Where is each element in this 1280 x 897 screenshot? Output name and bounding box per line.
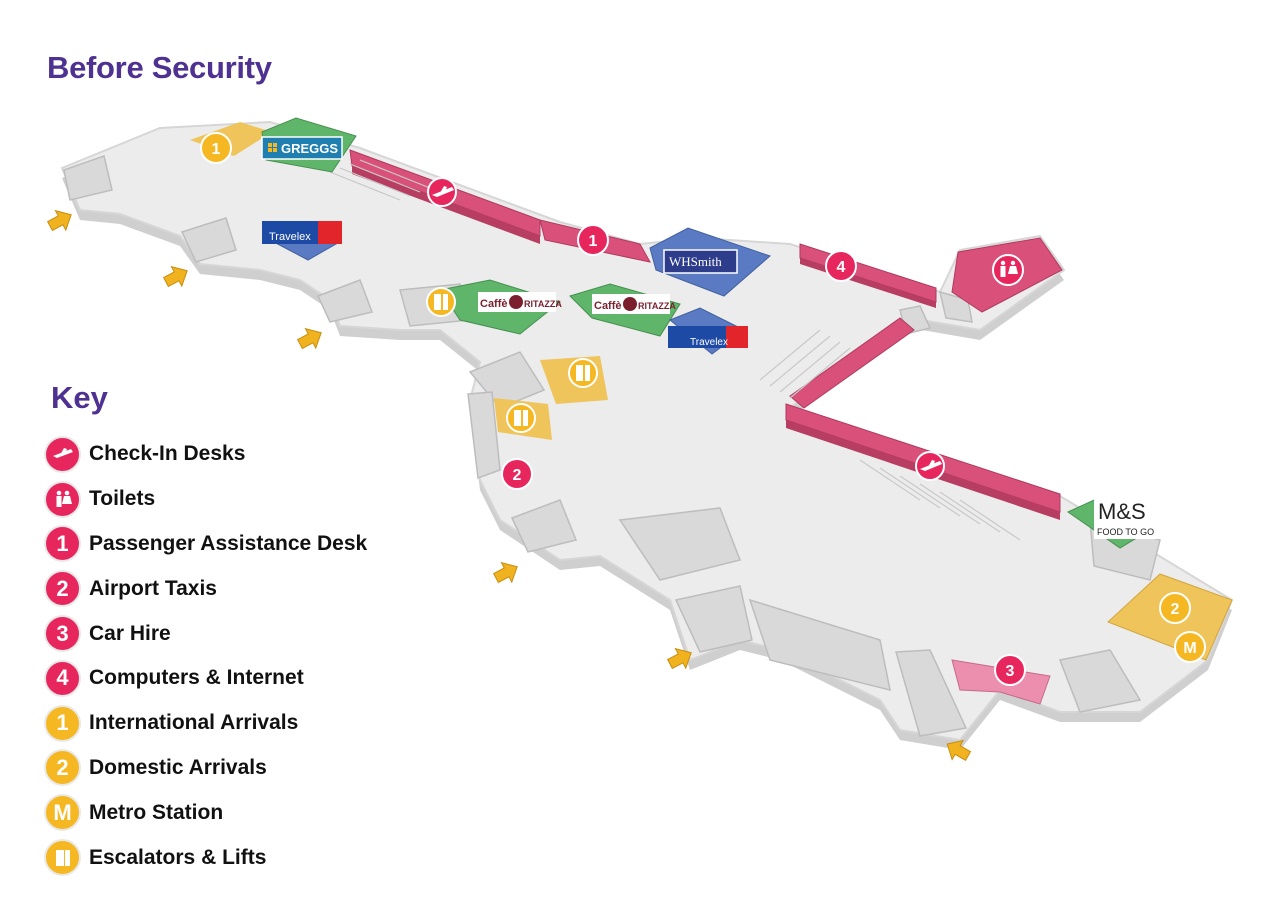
marker-airport-taxis: 2: [501, 458, 533, 490]
travelex-label: Travelex: [269, 231, 311, 243]
svg-text:1: 1: [589, 233, 598, 250]
key-label: Domestic Arrivals: [89, 755, 267, 779]
ms-sign: M&S FOOD TO GO: [1094, 495, 1162, 539]
marker-metro-station: M: [1174, 631, 1206, 663]
toilets-icon: [44, 480, 81, 518]
caffe-ritazza-sign-2: Caffè RITAZZA: [592, 294, 676, 314]
key-label: Car Hire: [89, 621, 171, 645]
wall-blocks: [63, 155, 1161, 737]
ritazza-logo-icon: [623, 297, 637, 311]
key-item-escalators: Escalators & Lifts: [44, 835, 367, 880]
svg-text:M: M: [1183, 640, 1196, 657]
check-in-marker: [915, 451, 945, 481]
marker-domestic-arrivals: 2: [1159, 592, 1191, 624]
caffe-label: Caffè: [594, 300, 622, 312]
travelex-label: Travelex: [690, 337, 728, 348]
svg-text:1: 1: [212, 141, 221, 158]
svg-text:4: 4: [837, 259, 846, 276]
marker-escalators: [506, 403, 536, 433]
key-heading: Key: [51, 380, 108, 415]
ritazza-label: RITAZZA: [638, 301, 676, 311]
key-label: Metro Station: [89, 800, 224, 824]
ms-sub-label: FOOD TO GO: [1097, 527, 1154, 537]
key-label: Passenger Assistance Desk: [89, 531, 368, 555]
number-three-pink-icon: 3: [44, 615, 81, 653]
greggs-sign: GREGGS: [261, 136, 343, 160]
key-item-domestic-arrivals: 2 Domestic Arrivals: [44, 746, 367, 791]
entrance-arrow: [490, 556, 523, 589]
caffe-label: Caffè: [480, 298, 508, 310]
number-one-pink-icon: 1: [44, 525, 81, 563]
key-label: Escalators & Lifts: [89, 845, 267, 869]
key-item-computers: 4 Computers & Internet: [44, 656, 367, 701]
number-four-pink-icon: 4: [44, 659, 81, 697]
key-item-international-arrivals: 1 International Arrivals: [44, 701, 367, 746]
entrance-arrow: [44, 204, 77, 237]
page-title: Before Security: [47, 50, 272, 85]
ritazza-logo-icon: [509, 295, 523, 309]
key-label: Check-In Desks: [89, 442, 246, 466]
escalator-icon: [44, 839, 81, 877]
marker-computers-internet: 4: [825, 250, 857, 282]
marker-car-hire: 3: [994, 654, 1026, 686]
svg-text:3: 3: [1006, 663, 1015, 680]
marker-escalators: [426, 287, 456, 317]
travelex-sign-right: Travelex: [668, 326, 748, 348]
travelex-sign-left: Travelex: [262, 221, 342, 244]
key-item-toilets: Toilets: [44, 477, 367, 522]
greggs-label: GREGGS: [281, 141, 338, 156]
key-label: Airport Taxis: [89, 576, 217, 600]
number-two-yellow-icon: 2: [44, 749, 81, 787]
entrance-arrow: [294, 322, 327, 355]
key-label: International Arrivals: [89, 711, 299, 735]
key-item-check-in: Check-In Desks: [44, 432, 367, 477]
key-item-taxis: 2 Airport Taxis: [44, 566, 367, 611]
marker-escalators: [568, 358, 598, 388]
entrance-arrow: [160, 260, 193, 293]
check-in-icon: [44, 435, 81, 473]
svg-text:2: 2: [513, 467, 522, 484]
marker-passenger-assistance: 1: [577, 224, 609, 256]
whsmith-sign: WHSmith: [663, 249, 738, 274]
key-list: Check-In Desks Toilets 1 Passenger Assis…: [44, 432, 367, 880]
svg-text:2: 2: [1171, 601, 1180, 618]
number-two-pink-icon: 2: [44, 570, 81, 608]
ms-logo-label: M&S: [1098, 499, 1146, 524]
check-in-marker: [427, 177, 457, 207]
key-label: Toilets: [89, 487, 156, 511]
number-one-yellow-icon: 1: [44, 704, 81, 742]
key-item-metro: M Metro Station: [44, 790, 367, 835]
key-label: Computers & Internet: [89, 666, 304, 690]
queue-lines: [329, 159, 1021, 541]
marker-toilets: [992, 254, 1024, 286]
whsmith-label: WHSmith: [669, 254, 722, 269]
metro-icon: M: [44, 794, 81, 832]
marker-international-arrivals: 1: [200, 132, 232, 164]
caffe-ritazza-sign-1: Caffè RITAZZA: [478, 292, 562, 312]
ritazza-label: RITAZZA: [524, 299, 562, 309]
key-item-assistance: 1 Passenger Assistance Desk: [44, 522, 367, 567]
key-item-car-hire: 3 Car Hire: [44, 611, 367, 656]
